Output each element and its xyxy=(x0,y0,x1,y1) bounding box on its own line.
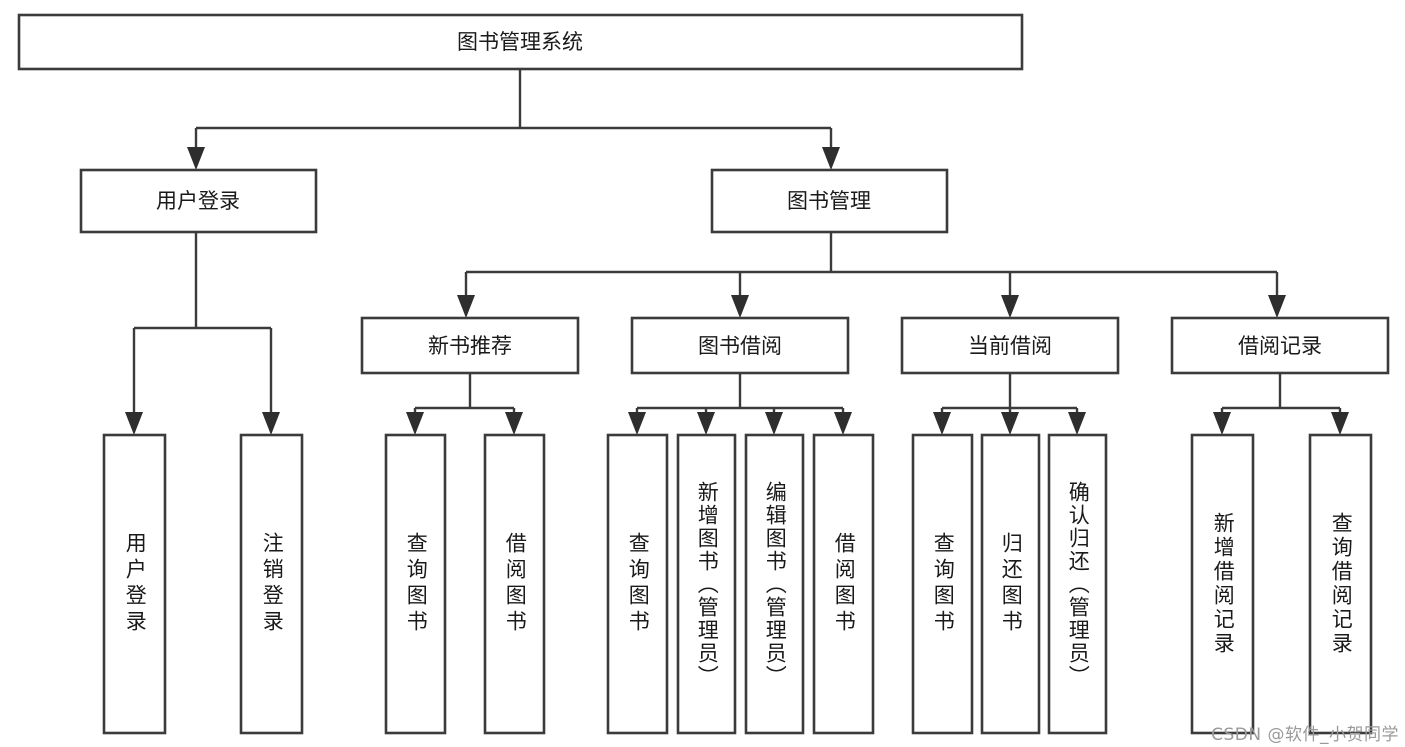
node-book-manage-box[interactable] xyxy=(710,168,949,234)
node-book-borrow-box[interactable] xyxy=(630,316,850,375)
node-borrow-record[interactable]: 借阅记录 xyxy=(1170,316,1390,375)
node-leaf-add-book-box[interactable] xyxy=(676,433,737,735)
node-leaf-borrow-book-1-box[interactable] xyxy=(483,433,546,735)
arrow-leaf-user-logout xyxy=(262,412,280,435)
node-leaf-confirm-return-box[interactable] xyxy=(1047,433,1108,735)
arrow-book-manage xyxy=(822,147,840,170)
arrow-book-borrow xyxy=(731,295,749,318)
node-new-book-recommend[interactable]: 新书推荐 xyxy=(360,316,580,375)
node-new-book-recommend-box[interactable] xyxy=(360,316,580,375)
node-borrow-record-label: 借阅记录 xyxy=(1238,334,1322,358)
node-user-login[interactable]: 用户登录 xyxy=(79,168,318,234)
node-leaf-user-logout-box[interactable] xyxy=(239,433,304,735)
node-book-borrow[interactable]: 图书借阅 xyxy=(630,316,850,375)
node-book-manage-label: 图书管理 xyxy=(787,189,871,213)
arrow-leaf-query-record xyxy=(1331,412,1349,435)
arrow-leaf-query-book-1 xyxy=(406,412,424,435)
node-leaf-edit-book-box[interactable] xyxy=(744,433,805,735)
arrow-leaf-borrow-book-2 xyxy=(834,412,852,435)
node-user-login-box[interactable] xyxy=(79,168,318,234)
connector-root-to-level2 xyxy=(187,69,840,170)
node-leaf-query-book-3-box[interactable] xyxy=(911,433,974,735)
node-root[interactable]: 图书管理系统 xyxy=(17,13,1024,71)
node-book-borrow-label: 图书借阅 xyxy=(698,334,782,358)
node-new-book-recommend-label: 新书推荐 xyxy=(428,334,512,358)
csdn-watermark: CSDN @软件_小贺同学 xyxy=(1211,725,1399,745)
arrow-leaf-add-record xyxy=(1213,412,1231,435)
node-leaf-return-book-box[interactable] xyxy=(980,433,1041,735)
arrow-leaf-query-book-3 xyxy=(933,412,951,435)
node-leaf-borrow-book-2-box[interactable] xyxy=(812,433,875,735)
node-leaf-user-login-box[interactable] xyxy=(102,433,167,735)
arrow-leaf-add-book xyxy=(697,412,715,435)
node-current-borrow-label: 当前借阅 xyxy=(968,334,1052,358)
arrow-current-borrow xyxy=(1001,295,1019,318)
connector-new-book-recommend-to-leaves xyxy=(406,373,523,435)
node-user-login-label: 用户登录 xyxy=(156,189,240,213)
connector-borrow-record-to-leaves xyxy=(1213,373,1349,435)
arrow-new-book-recommend xyxy=(457,295,475,318)
node-current-borrow-box[interactable] xyxy=(900,316,1120,375)
node-leaf-add-record-box[interactable] xyxy=(1190,433,1255,735)
node-current-borrow[interactable]: 当前借阅 xyxy=(900,316,1120,375)
arrow-leaf-borrow-book-1 xyxy=(505,412,523,435)
arrow-borrow-record xyxy=(1268,295,1286,318)
node-leaf-query-book-1-box[interactable] xyxy=(384,433,447,735)
arrow-leaf-user-login xyxy=(125,412,143,435)
node-leaf-query-record-box[interactable] xyxy=(1308,433,1373,735)
arrow-leaf-edit-book xyxy=(765,412,783,435)
connector-book-borrow-to-leaves xyxy=(628,373,852,435)
connector-book-manage-to-level3 xyxy=(457,232,1286,318)
arrow-leaf-query-book-2 xyxy=(628,412,646,435)
node-borrow-record-box[interactable] xyxy=(1170,316,1390,375)
node-leaf-query-book-2-box[interactable] xyxy=(606,433,669,735)
connector-user-login-to-leaves xyxy=(125,232,280,435)
node-root-label: 图书管理系统 xyxy=(457,30,583,54)
arrow-leaf-confirm-return xyxy=(1068,412,1086,435)
connector-current-borrow-to-leaves xyxy=(933,373,1086,435)
node-root-box[interactable] xyxy=(17,13,1024,71)
node-book-manage[interactable]: 图书管理 xyxy=(710,168,949,234)
arrow-user-login xyxy=(187,147,205,170)
arrow-leaf-return-book xyxy=(1001,412,1019,435)
